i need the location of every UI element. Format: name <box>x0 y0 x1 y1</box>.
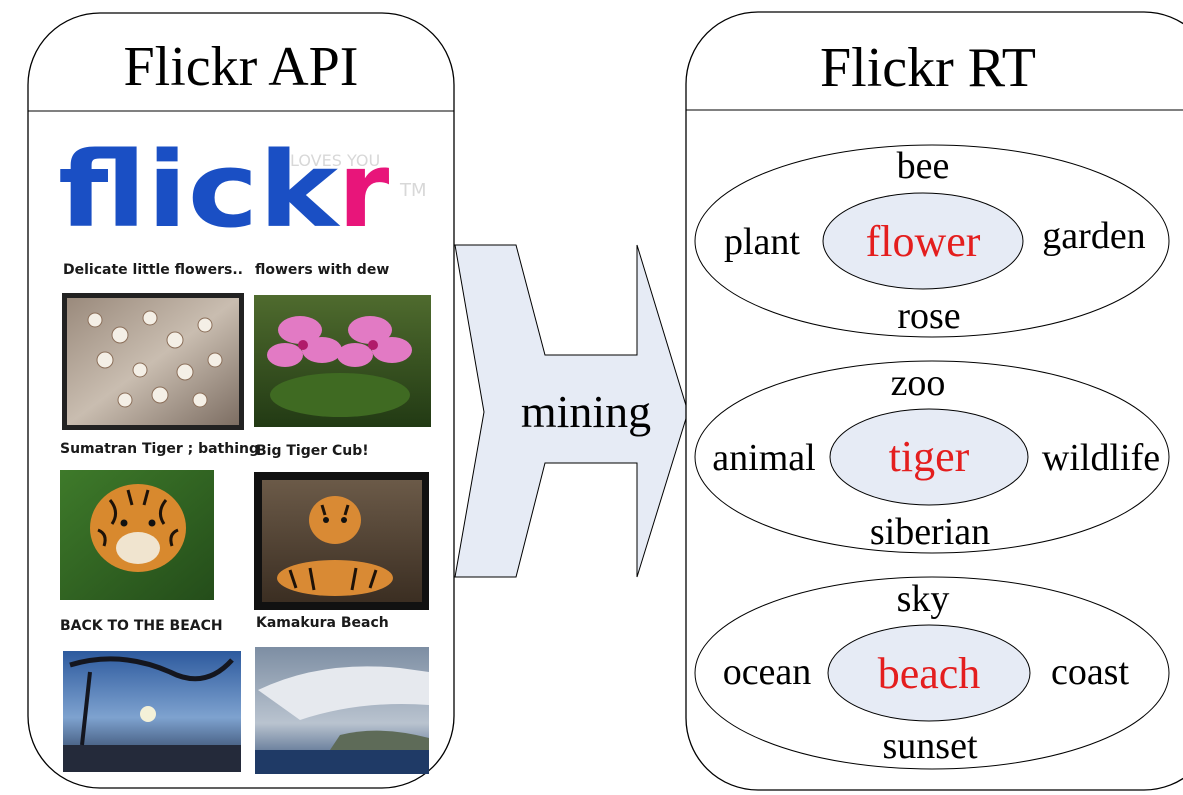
tiger-top-term: zoo <box>891 362 946 404</box>
flower-right-term: garden <box>1042 215 1145 257</box>
coast-aerial-photo[interactable] <box>255 647 429 774</box>
tiger-cub-photo[interactable] <box>254 472 429 610</box>
flickr-logo-trademark: TM <box>399 180 427 201</box>
flower-center-term: flower <box>866 217 981 266</box>
flower-cluster: flower bee plant garden rose <box>694 144 1170 338</box>
flickr-api-title: Flickr API <box>124 36 359 98</box>
mining-arrow-shape <box>454 244 689 578</box>
white-flowers-photo[interactable] <box>62 293 244 430</box>
flickr-rt-panel: Flickr RT flower bee plant garden rose t… <box>685 11 1183 791</box>
beach-bottom-term: sunset <box>883 725 978 767</box>
mining-arrow: mining <box>454 244 689 578</box>
photo-caption-3: Sumatran Tiger ; bathing <box>60 441 259 457</box>
tiger-left-term: animal <box>712 437 815 479</box>
beach-top-term: sky <box>897 578 950 620</box>
tiger-center-term: tiger <box>889 432 970 481</box>
beach-cluster: beach sky ocean coast sunset <box>694 576 1170 770</box>
tiger-bottom-term: siberian <box>870 511 990 553</box>
photo-caption-1: Delicate little flowers.. <box>63 262 243 278</box>
beach-center-bubble <box>827 624 1031 722</box>
pink-flowers-photo[interactable] <box>254 295 431 427</box>
flickr-logo-tagline: LOVES YOU <box>290 151 380 170</box>
tiger-photo[interactable] <box>60 470 214 600</box>
flower-left-term: plant <box>724 221 800 263</box>
flickr-logo: flick r LOVES YOU TM <box>58 129 427 251</box>
tiger-right-term: wildlife <box>1042 437 1160 479</box>
tiger-cluster: tiger zoo animal wildlife siberian <box>694 360 1170 554</box>
beach-right-term: coast <box>1051 651 1130 693</box>
photo-caption-4: Big Tiger Cub! <box>256 443 369 459</box>
photo-caption-5: BACK TO THE BEACH <box>60 618 223 634</box>
beach-left-term: ocean <box>723 651 812 693</box>
beach-center-term: beach <box>878 649 981 698</box>
flickr-rt-title: Flickr RT <box>820 37 1036 99</box>
photo-caption-2: flowers with dew <box>255 262 389 278</box>
beach-sunset-photo[interactable] <box>63 651 241 772</box>
tiger-center-bubble <box>829 408 1029 506</box>
mining-label: mining <box>521 386 651 437</box>
flower-top-term: bee <box>897 145 950 187</box>
photo-caption-6: Kamakura Beach <box>256 615 389 631</box>
flickr-api-panel: Flickr API flick r LOVES YOU TM Delicate… <box>27 12 455 789</box>
flower-center-bubble <box>822 192 1024 290</box>
flickr-logo-main: flick <box>58 129 341 251</box>
flower-bottom-term: rose <box>897 295 960 337</box>
flickr-logo-accent: r <box>338 129 389 251</box>
